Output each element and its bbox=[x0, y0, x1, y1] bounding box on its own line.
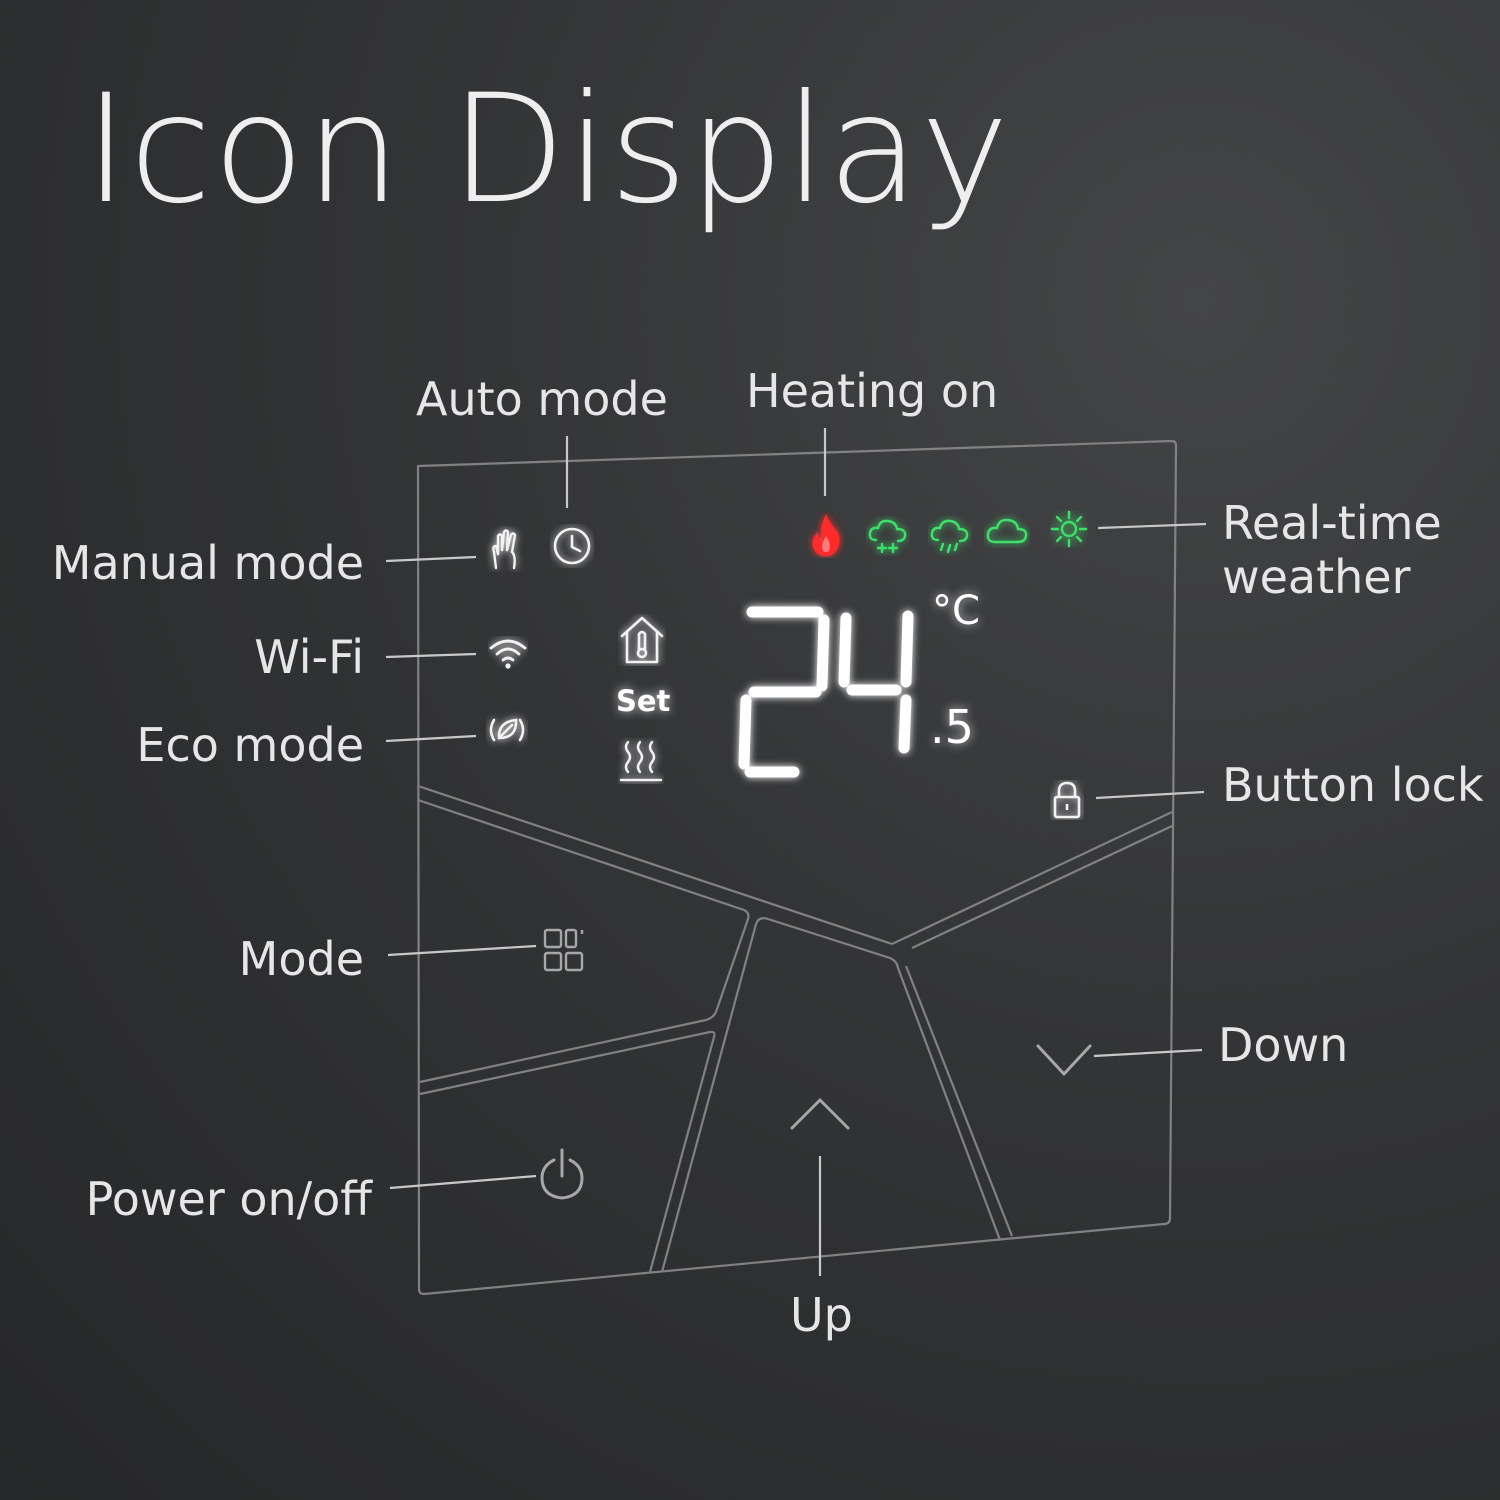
leader-wifi bbox=[385, 652, 477, 659]
rain-cloud-icon bbox=[930, 519, 969, 554]
divider-top-right bbox=[891, 811, 1173, 945]
digit-4-upper-right bbox=[900, 610, 914, 688]
label-realtime-weather-2: weather bbox=[1222, 550, 1411, 604]
label-heating-on: Heating on bbox=[746, 364, 999, 418]
leader-mode bbox=[387, 944, 537, 957]
label-wifi: Wi-Fi bbox=[254, 630, 364, 684]
label-down: Down bbox=[1218, 1018, 1349, 1072]
label-auto-mode: Auto mode bbox=[416, 372, 668, 426]
panel-outline bbox=[416, 439, 1178, 1296]
eco-leaf-icon bbox=[489, 718, 525, 742]
power-icon bbox=[540, 1148, 584, 1200]
set-label: Set bbox=[616, 684, 671, 718]
label-power: Power on/off bbox=[85, 1172, 372, 1226]
divider-mode-zone bbox=[417, 798, 750, 1084]
lock-icon bbox=[1053, 781, 1081, 819]
digit-2-upper-right bbox=[816, 614, 830, 692]
divider-power-zone bbox=[419, 1030, 716, 1273]
page-title: Icon Display bbox=[84, 63, 1011, 237]
leader-power bbox=[389, 1174, 537, 1190]
house-thermometer-icon bbox=[620, 616, 664, 664]
temperature-unit: °C bbox=[932, 588, 980, 634]
sun-icon bbox=[1050, 510, 1088, 548]
snow-cloud-icon bbox=[868, 519, 907, 554]
divider-down-zone bbox=[904, 965, 1014, 1237]
cloud-icon bbox=[986, 518, 1028, 544]
temperature-decimal: .5 bbox=[930, 700, 974, 754]
label-up: Up bbox=[790, 1288, 853, 1342]
digit-4-upper-left bbox=[838, 612, 852, 688]
leader-eco-mode bbox=[385, 734, 477, 743]
label-eco-mode: Eco mode bbox=[136, 718, 364, 772]
down-button[interactable] bbox=[1010, 1010, 1110, 1110]
chevron-down-icon bbox=[1036, 1044, 1092, 1076]
label-manual-mode: Manual mode bbox=[51, 536, 364, 590]
up-button[interactable] bbox=[740, 960, 910, 1160]
leader-manual-mode bbox=[385, 555, 477, 563]
mode-button[interactable] bbox=[470, 860, 720, 1020]
clock-icon bbox=[553, 527, 591, 565]
power-button[interactable] bbox=[440, 1110, 640, 1260]
label-realtime-weather-1: Real-time bbox=[1222, 496, 1442, 550]
divider-top-left bbox=[417, 784, 893, 946]
leader-weather bbox=[1097, 522, 1207, 530]
leader-button-lock bbox=[1095, 790, 1205, 800]
wifi-icon bbox=[489, 639, 527, 669]
label-mode: Mode bbox=[238, 932, 364, 986]
mode-grid-icon bbox=[543, 928, 584, 972]
divider-up-zone bbox=[660, 917, 1002, 1273]
flame-icon bbox=[812, 514, 840, 556]
leader-down bbox=[1093, 1048, 1203, 1058]
digit-4-lower-right bbox=[898, 694, 912, 754]
divider-upper-right bbox=[911, 825, 1173, 949]
label-button-lock: Button lock bbox=[1222, 758, 1484, 812]
chevron-up-icon bbox=[790, 1098, 850, 1130]
heating-waves-icon bbox=[619, 740, 663, 782]
digit-2-lower-left bbox=[738, 694, 752, 770]
manual-hand-icon bbox=[492, 529, 517, 570]
